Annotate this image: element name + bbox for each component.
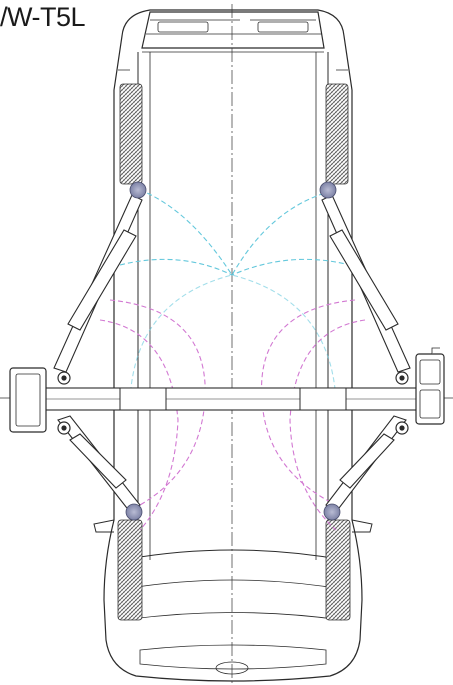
hood-line: [121, 549, 345, 561]
pad-rear-right: [319, 181, 337, 199]
front-right-wheel: [325, 519, 351, 621]
pad-rear-left: [129, 181, 147, 199]
pad-front-left: [125, 503, 143, 521]
arm-swing-arcs-magenta: [99, 299, 366, 531]
lift-pads: [125, 181, 341, 521]
crossbeam: [31, 387, 433, 411]
model-label: /W-T5L: [0, 2, 86, 32]
rear-left-wheel: [119, 83, 143, 185]
right-mirror: [351, 519, 373, 533]
wheels: [117, 83, 351, 621]
right-post: [395, 347, 445, 435]
pad-front-right: [323, 503, 341, 521]
windshield: [141, 11, 325, 49]
left-post: [9, 367, 71, 435]
arm-swing-arcs-cyan: [119, 189, 351, 401]
lift-arms: [53, 194, 411, 513]
vehicle-outline: [103, 9, 363, 682]
left-mirror: [93, 519, 115, 533]
rear-right-wheel: [325, 83, 349, 185]
front-left-wheel: [117, 519, 143, 621]
front-bumper: [139, 644, 327, 670]
